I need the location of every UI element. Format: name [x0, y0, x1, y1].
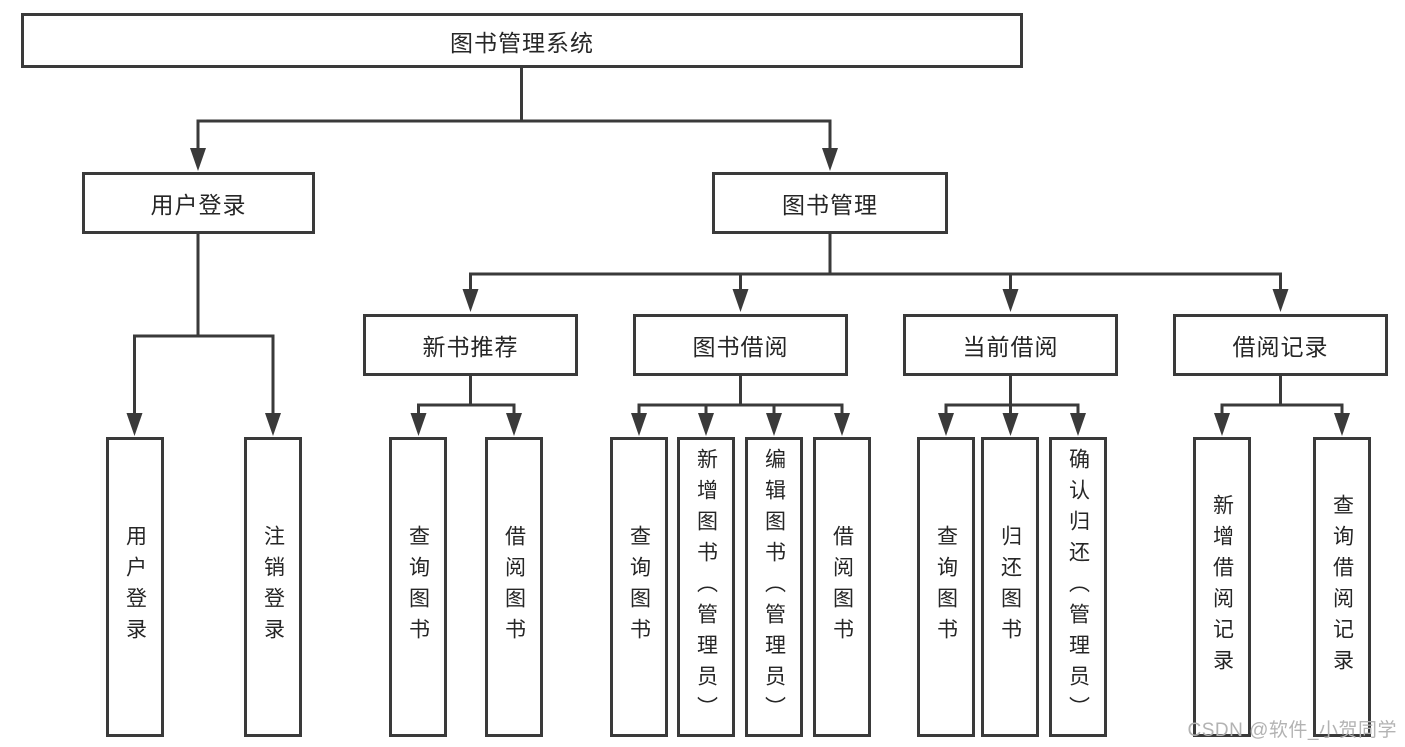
leaf-label: 查询图书	[934, 525, 958, 649]
leaf-nb-borrow-books: 借阅图书	[485, 437, 543, 737]
node-new-book-recommend: 新书推荐	[363, 314, 578, 376]
leaf-user-login: 用户登录	[106, 437, 164, 737]
leaf-bb-edit-book-admin: 编辑图书（管理员）	[745, 437, 803, 737]
node-root: 图书管理系统	[21, 13, 1023, 68]
leaf-br-add-record: 新增借阅记录	[1193, 437, 1251, 737]
node-label: 图书管理系统	[450, 29, 594, 56]
leaf-label: 查询借阅记录	[1330, 494, 1354, 680]
node-label: 图书借阅	[692, 334, 789, 360]
leaf-label: 确认归还（管理员）	[1066, 447, 1090, 727]
leaf-label: 用户登录	[123, 525, 147, 649]
leaf-label: 查询图书	[406, 525, 430, 649]
leaf-cb-query-books: 查询图书	[917, 437, 975, 737]
leaf-bb-add-book-admin: 新增图书（管理员）	[677, 437, 735, 737]
node-label: 图书管理	[782, 192, 878, 218]
leaf-label: 新增图书（管理员）	[694, 447, 718, 727]
leaf-bb-query-books: 查询图书	[610, 437, 668, 737]
csdn-watermark: CSDN @软件_小贺同学	[1187, 720, 1397, 741]
leaf-label: 归还图书	[998, 525, 1022, 649]
node-book-borrow: 图书借阅	[633, 314, 848, 376]
node-book-management: 图书管理	[712, 172, 948, 234]
node-label: 新书推荐	[422, 334, 519, 360]
leaf-cb-confirm-return-admin: 确认归还（管理员）	[1049, 437, 1107, 737]
leaf-nb-query-books: 查询图书	[389, 437, 447, 737]
node-current-borrow: 当前借阅	[903, 314, 1118, 376]
leaf-logout: 注销登录	[244, 437, 302, 737]
leaf-cb-return-books: 归还图书	[981, 437, 1039, 737]
leaf-bb-borrow-books: 借阅图书	[813, 437, 871, 737]
leaf-label: 借阅图书	[502, 525, 526, 649]
arrowheads	[126, 148, 1350, 436]
leaf-label: 借阅图书	[830, 525, 854, 649]
leaf-br-query-record: 查询借阅记录	[1313, 437, 1371, 737]
leaf-label: 注销登录	[261, 525, 285, 649]
node-label: 借阅记录	[1232, 334, 1329, 360]
node-borrow-records: 借阅记录	[1173, 314, 1388, 376]
node-label: 当前借阅	[962, 334, 1059, 360]
leaf-label: 编辑图书（管理员）	[762, 447, 786, 727]
node-label: 用户登录	[150, 192, 247, 218]
node-user-login: 用户登录	[82, 172, 315, 234]
leaf-label: 新增借阅记录	[1210, 494, 1234, 680]
leaf-label: 查询图书	[627, 525, 651, 649]
